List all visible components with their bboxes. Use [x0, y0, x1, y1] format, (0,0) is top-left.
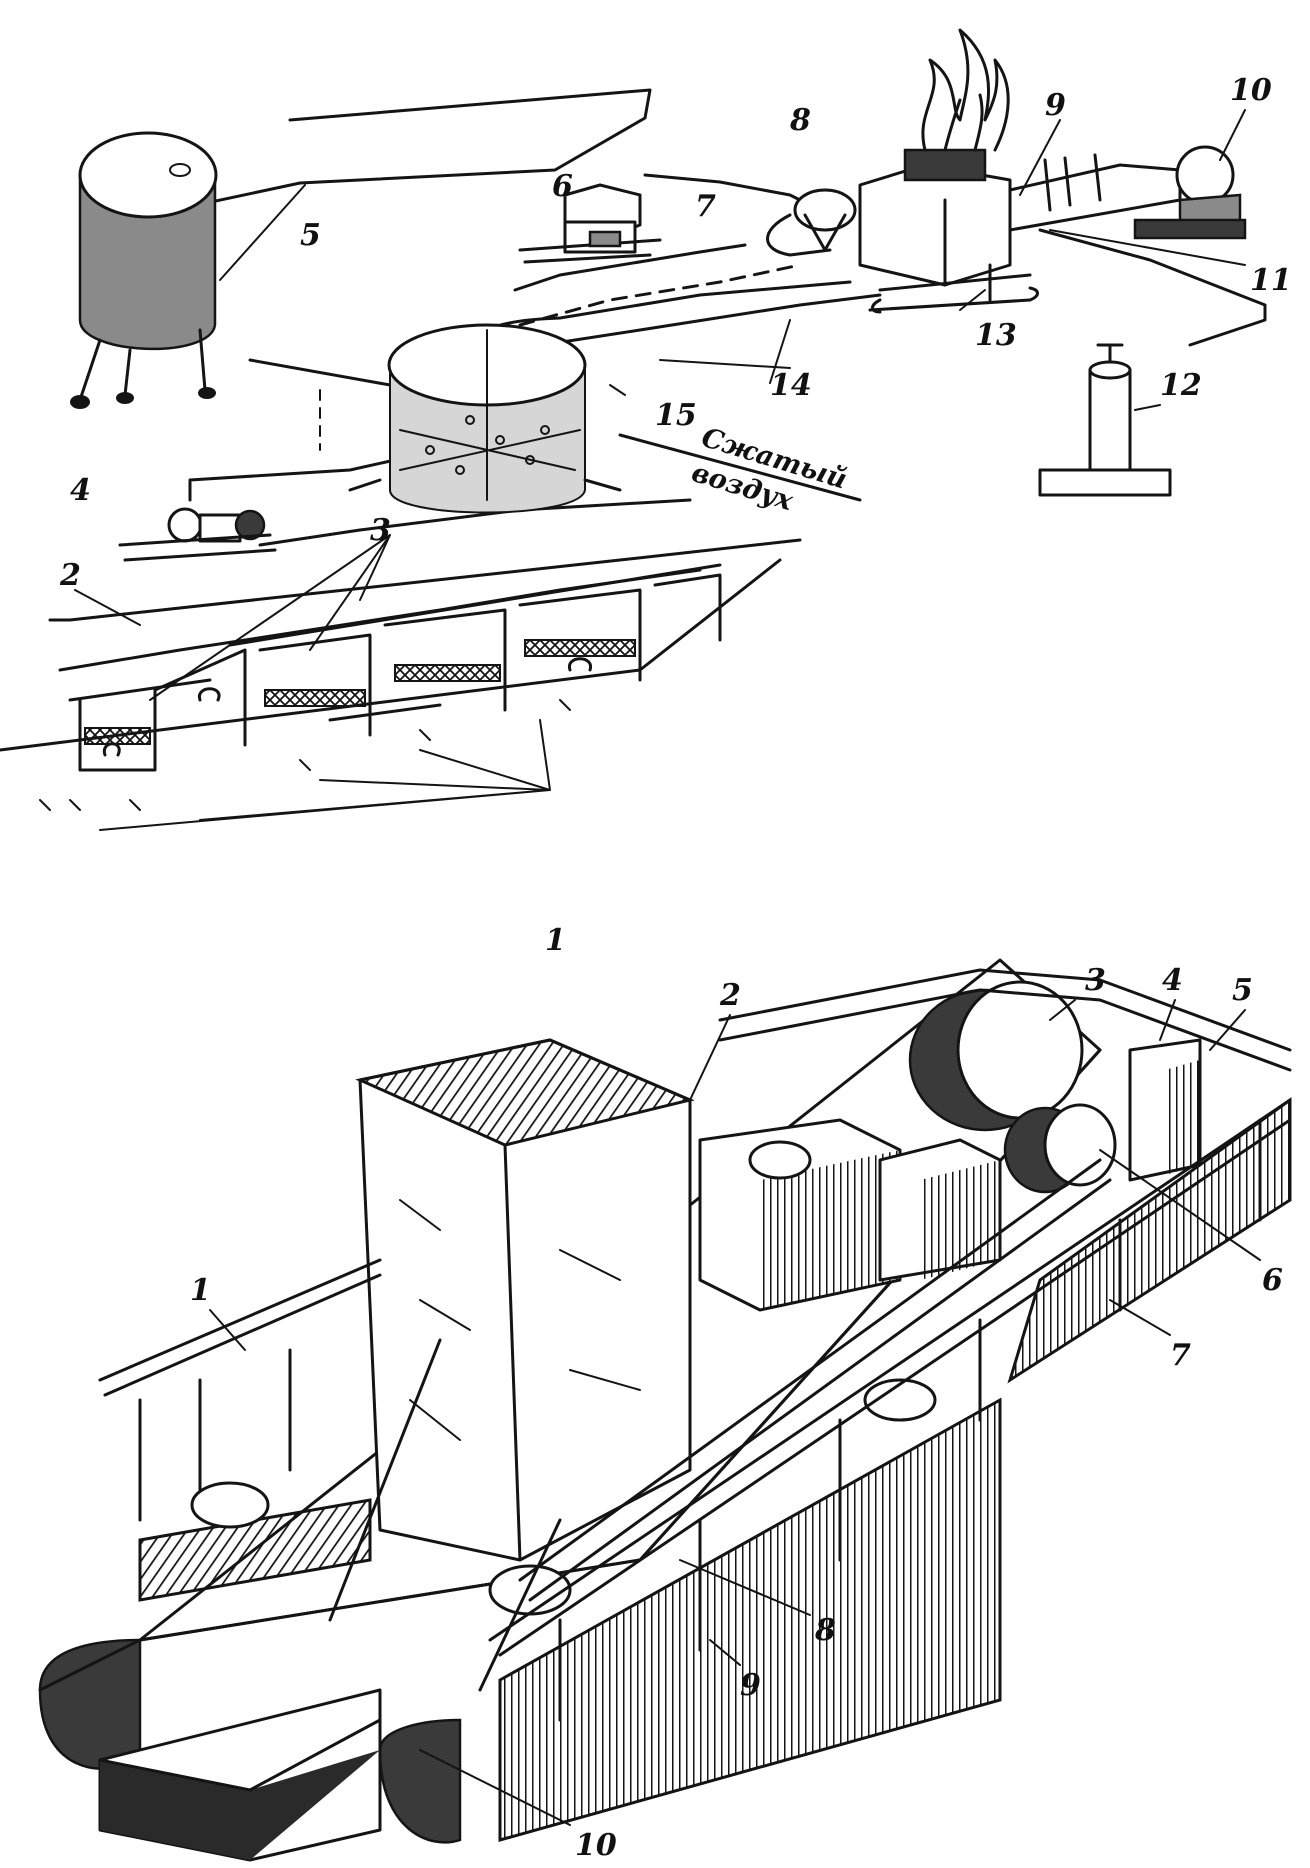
gauges — [190, 1140, 937, 1616]
label-7: 7 — [695, 189, 716, 224]
cylinder-6 — [1003, 1103, 1117, 1194]
label-5: 5 — [300, 218, 321, 253]
label-b7: 7 — [1170, 1338, 1191, 1373]
label-8: 8 — [789, 103, 811, 138]
burner-unit-13 — [793, 28, 1039, 314]
leader-lines — [74, 109, 1246, 831]
pontoon-right — [378, 1718, 462, 1844]
leader-lines-bottom — [209, 999, 1261, 1826]
engine-boxes — [698, 1118, 1002, 1312]
label-14: 14 — [770, 368, 812, 403]
label-b4: 4 — [1162, 963, 1183, 998]
label-13: 13 — [975, 318, 1017, 353]
label-b9: 9 — [740, 1668, 761, 1703]
water-tank-5 — [70, 131, 218, 409]
label-15: 15 — [655, 398, 697, 433]
sprayer-12 — [1038, 343, 1172, 497]
hopper-2 — [355, 1038, 695, 1562]
pump-4 — [118, 507, 277, 562]
label-b6: 6 — [1262, 1263, 1283, 1298]
label-2: 2 — [59, 558, 81, 593]
control-panel-5 — [1128, 1038, 1202, 1182]
bottom-scheme: 1 2 3 4 5 6 7 8 9 10 — [38, 958, 1292, 1863]
front-block — [98, 1688, 382, 1862]
fan-unit-10 — [1008, 145, 1247, 240]
label-b3: 3 — [1085, 963, 1106, 998]
label-1: 1 — [545, 923, 566, 958]
label-3: 3 — [370, 513, 391, 548]
top-scheme: 1 2 3 4 5 6 7 8 9 10 11 12 13 14 15 Сжат… — [0, 28, 1292, 958]
label-b10: 10 — [575, 1828, 617, 1863]
label-b2: 2 — [719, 978, 741, 1013]
label-6: 6 — [552, 169, 573, 204]
label-11: 11 — [1250, 263, 1292, 298]
label-b1: 1 — [190, 1273, 211, 1308]
label-10: 10 — [1230, 73, 1272, 108]
label-4: 4 — [70, 473, 91, 508]
compressor-6 — [518, 183, 662, 264]
label-b8: 8 — [814, 1613, 836, 1648]
poles — [328, 1338, 562, 1692]
pontoon-left — [38, 1638, 142, 1771]
treatment-cells — [0, 558, 782, 811]
flame-icon — [921, 28, 1010, 152]
drum-3 — [908, 980, 1084, 1132]
mixing-basin-15 — [348, 323, 622, 514]
label-9: 9 — [1045, 88, 1066, 123]
label-12: 12 — [1160, 368, 1202, 403]
label-b5: 5 — [1232, 973, 1253, 1008]
